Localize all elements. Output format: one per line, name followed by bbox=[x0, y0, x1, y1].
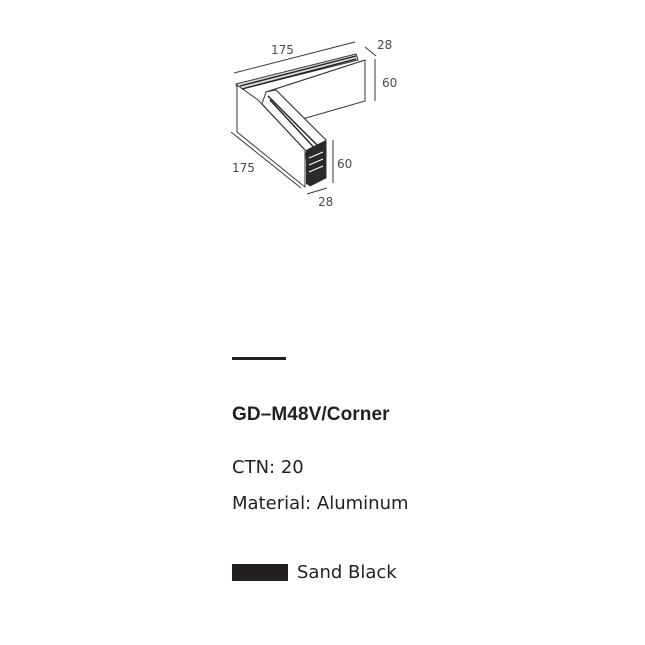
corner-profile-drawing: 175 28 60 175 60 28 bbox=[230, 38, 397, 209]
dim-side-length: 175 bbox=[232, 161, 255, 175]
ctn-spec: CTN: 20 bbox=[232, 457, 304, 478]
finish-option: Sand Black bbox=[232, 562, 397, 583]
dim-side-height: 60 bbox=[337, 157, 352, 171]
dim-top-height: 60 bbox=[382, 76, 397, 90]
dim-top-width: 28 bbox=[377, 38, 392, 52]
dim-top-length: 175 bbox=[271, 43, 294, 57]
section-divider bbox=[232, 357, 286, 360]
finish-label: Sand Black bbox=[297, 562, 397, 583]
color-swatch bbox=[232, 564, 288, 581]
dim-side-width: 28 bbox=[318, 195, 333, 209]
product-model: GD–M48V/Corner bbox=[232, 404, 390, 425]
material-spec: Material: Aluminum bbox=[232, 493, 409, 514]
